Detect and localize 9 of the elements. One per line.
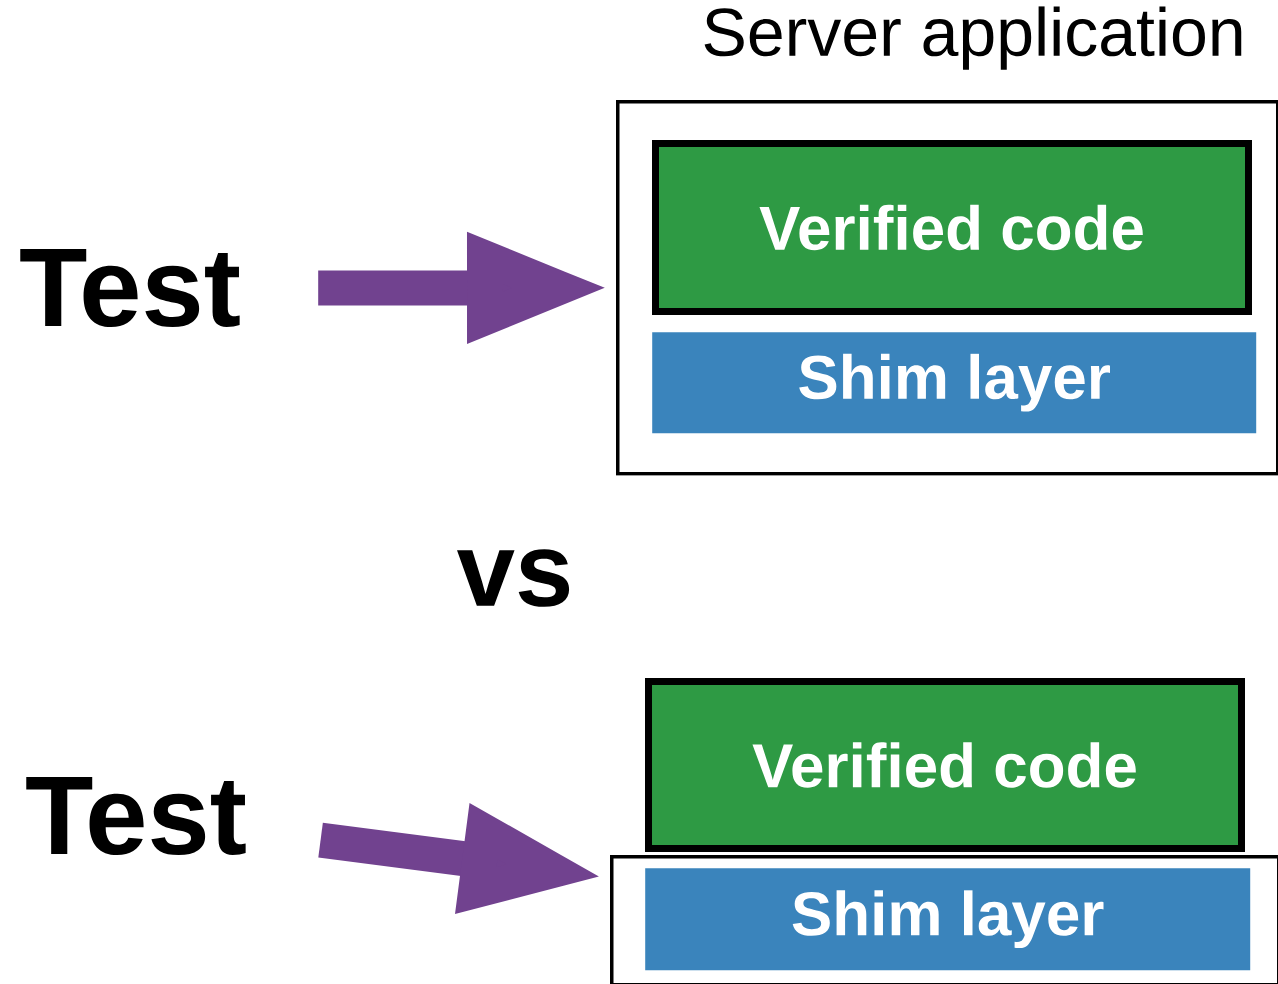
- verified-code-box: Verified code: [645, 678, 1245, 852]
- vs-label: vs: [457, 549, 570, 607]
- test-label: Test: [26, 776, 246, 856]
- test-label: Test: [20, 248, 240, 328]
- shim-layer-box: Shim layer: [652, 332, 1257, 434]
- frame-heading: Server application: [704, 6, 1242, 70]
- verified-code-box: Verified code: [652, 140, 1252, 315]
- frame-box: [610, 855, 1278, 984]
- shim-layer-box: Shim layer: [645, 868, 1251, 971]
